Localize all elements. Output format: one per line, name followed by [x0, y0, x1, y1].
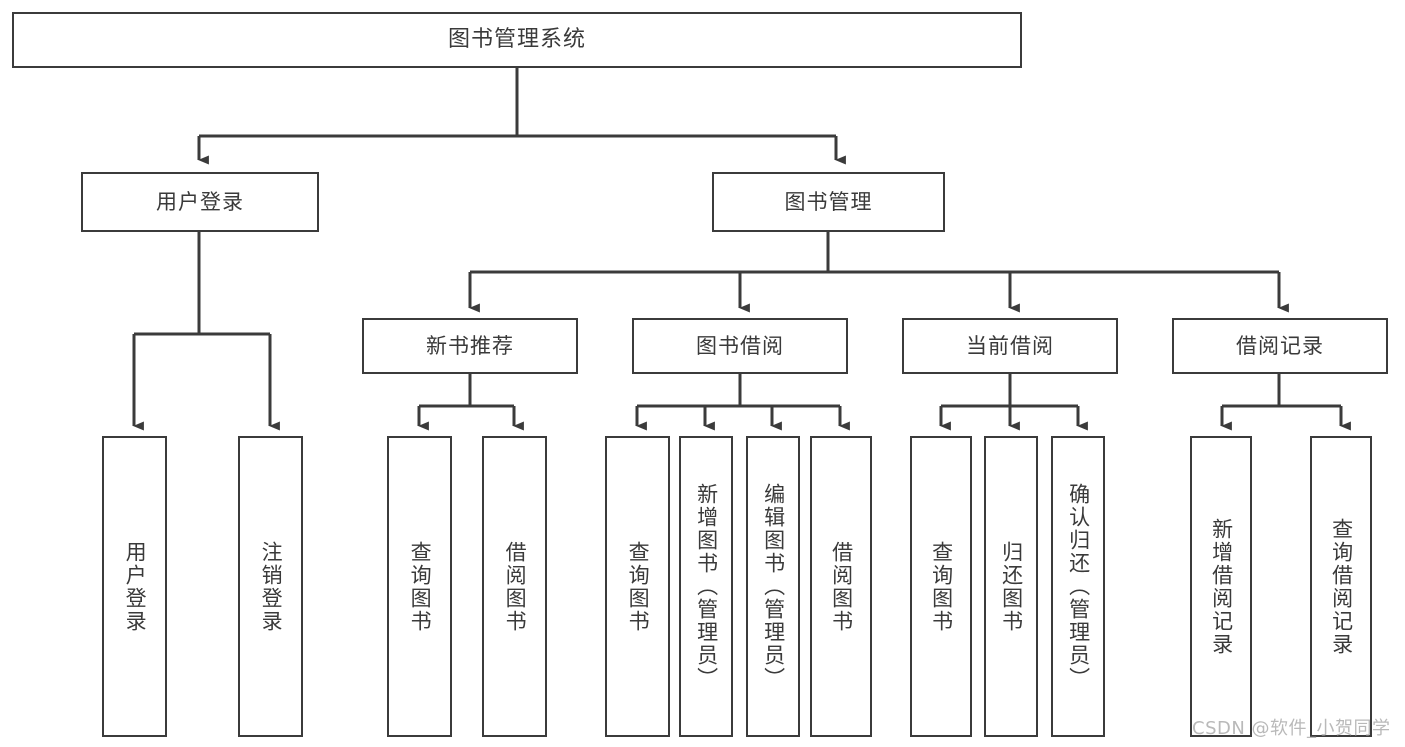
node-current-borrow[interactable]: 当前借阅: [902, 318, 1118, 374]
node-label: 图书管理系统: [447, 27, 586, 53]
node-label: 借阅图书: [503, 540, 528, 633]
node-label: 注销登录: [259, 540, 284, 633]
node-label: 查询借阅记录: [1329, 517, 1354, 656]
node-leaf-edit-book[interactable]: 编辑图书（管理员）: [746, 436, 800, 737]
node-leaf-return-book[interactable]: 归还图书: [984, 436, 1038, 737]
node-leaf-borrow-book-2[interactable]: 借阅图书: [810, 436, 872, 737]
node-leaf-logout[interactable]: 注销登录: [238, 436, 303, 737]
node-label: 确认归还（管理员）: [1066, 483, 1091, 690]
node-label: 查询图书: [929, 540, 954, 633]
node-root-system[interactable]: 图书管理系统: [12, 12, 1022, 68]
node-label: 编辑图书（管理员）: [761, 483, 786, 690]
node-label: 新增借阅记录: [1209, 517, 1234, 656]
node-leaf-borrow-book-1[interactable]: 借阅图书: [482, 436, 547, 737]
node-borrow-record[interactable]: 借阅记录: [1172, 318, 1388, 374]
node-leaf-add-book[interactable]: 新增图书（管理员）: [679, 436, 733, 737]
node-leaf-add-record[interactable]: 新增借阅记录: [1190, 436, 1252, 737]
node-label: 借阅记录: [1236, 333, 1324, 358]
node-leaf-query-book-1[interactable]: 查询图书: [387, 436, 452, 737]
node-label: 图书借阅: [696, 333, 784, 358]
node-label: 新增图书（管理员）: [694, 483, 719, 690]
node-leaf-query-book-3[interactable]: 查询图书: [910, 436, 972, 737]
node-label: 查询图书: [626, 540, 651, 633]
node-label: 查询图书: [408, 540, 433, 633]
node-label: 新书推荐: [426, 333, 514, 358]
node-new-book-rec[interactable]: 新书推荐: [362, 318, 578, 374]
node-leaf-query-record[interactable]: 查询借阅记录: [1310, 436, 1372, 737]
node-label: 图书管理: [784, 189, 873, 214]
node-leaf-confirm-return[interactable]: 确认归还（管理员）: [1051, 436, 1105, 737]
node-label: 借阅图书: [829, 540, 854, 633]
node-leaf-user-login[interactable]: 用户登录: [102, 436, 167, 737]
node-label: 用户登录: [156, 189, 244, 214]
node-book-borrow[interactable]: 图书借阅: [632, 318, 848, 374]
node-book-manage[interactable]: 图书管理: [712, 172, 945, 232]
node-label: 归还图书: [999, 540, 1024, 633]
node-leaf-query-book-2[interactable]: 查询图书: [605, 436, 670, 737]
node-label: 当前借阅: [966, 333, 1054, 358]
node-user-login[interactable]: 用户登录: [81, 172, 319, 232]
node-label: 用户登录: [123, 540, 148, 633]
